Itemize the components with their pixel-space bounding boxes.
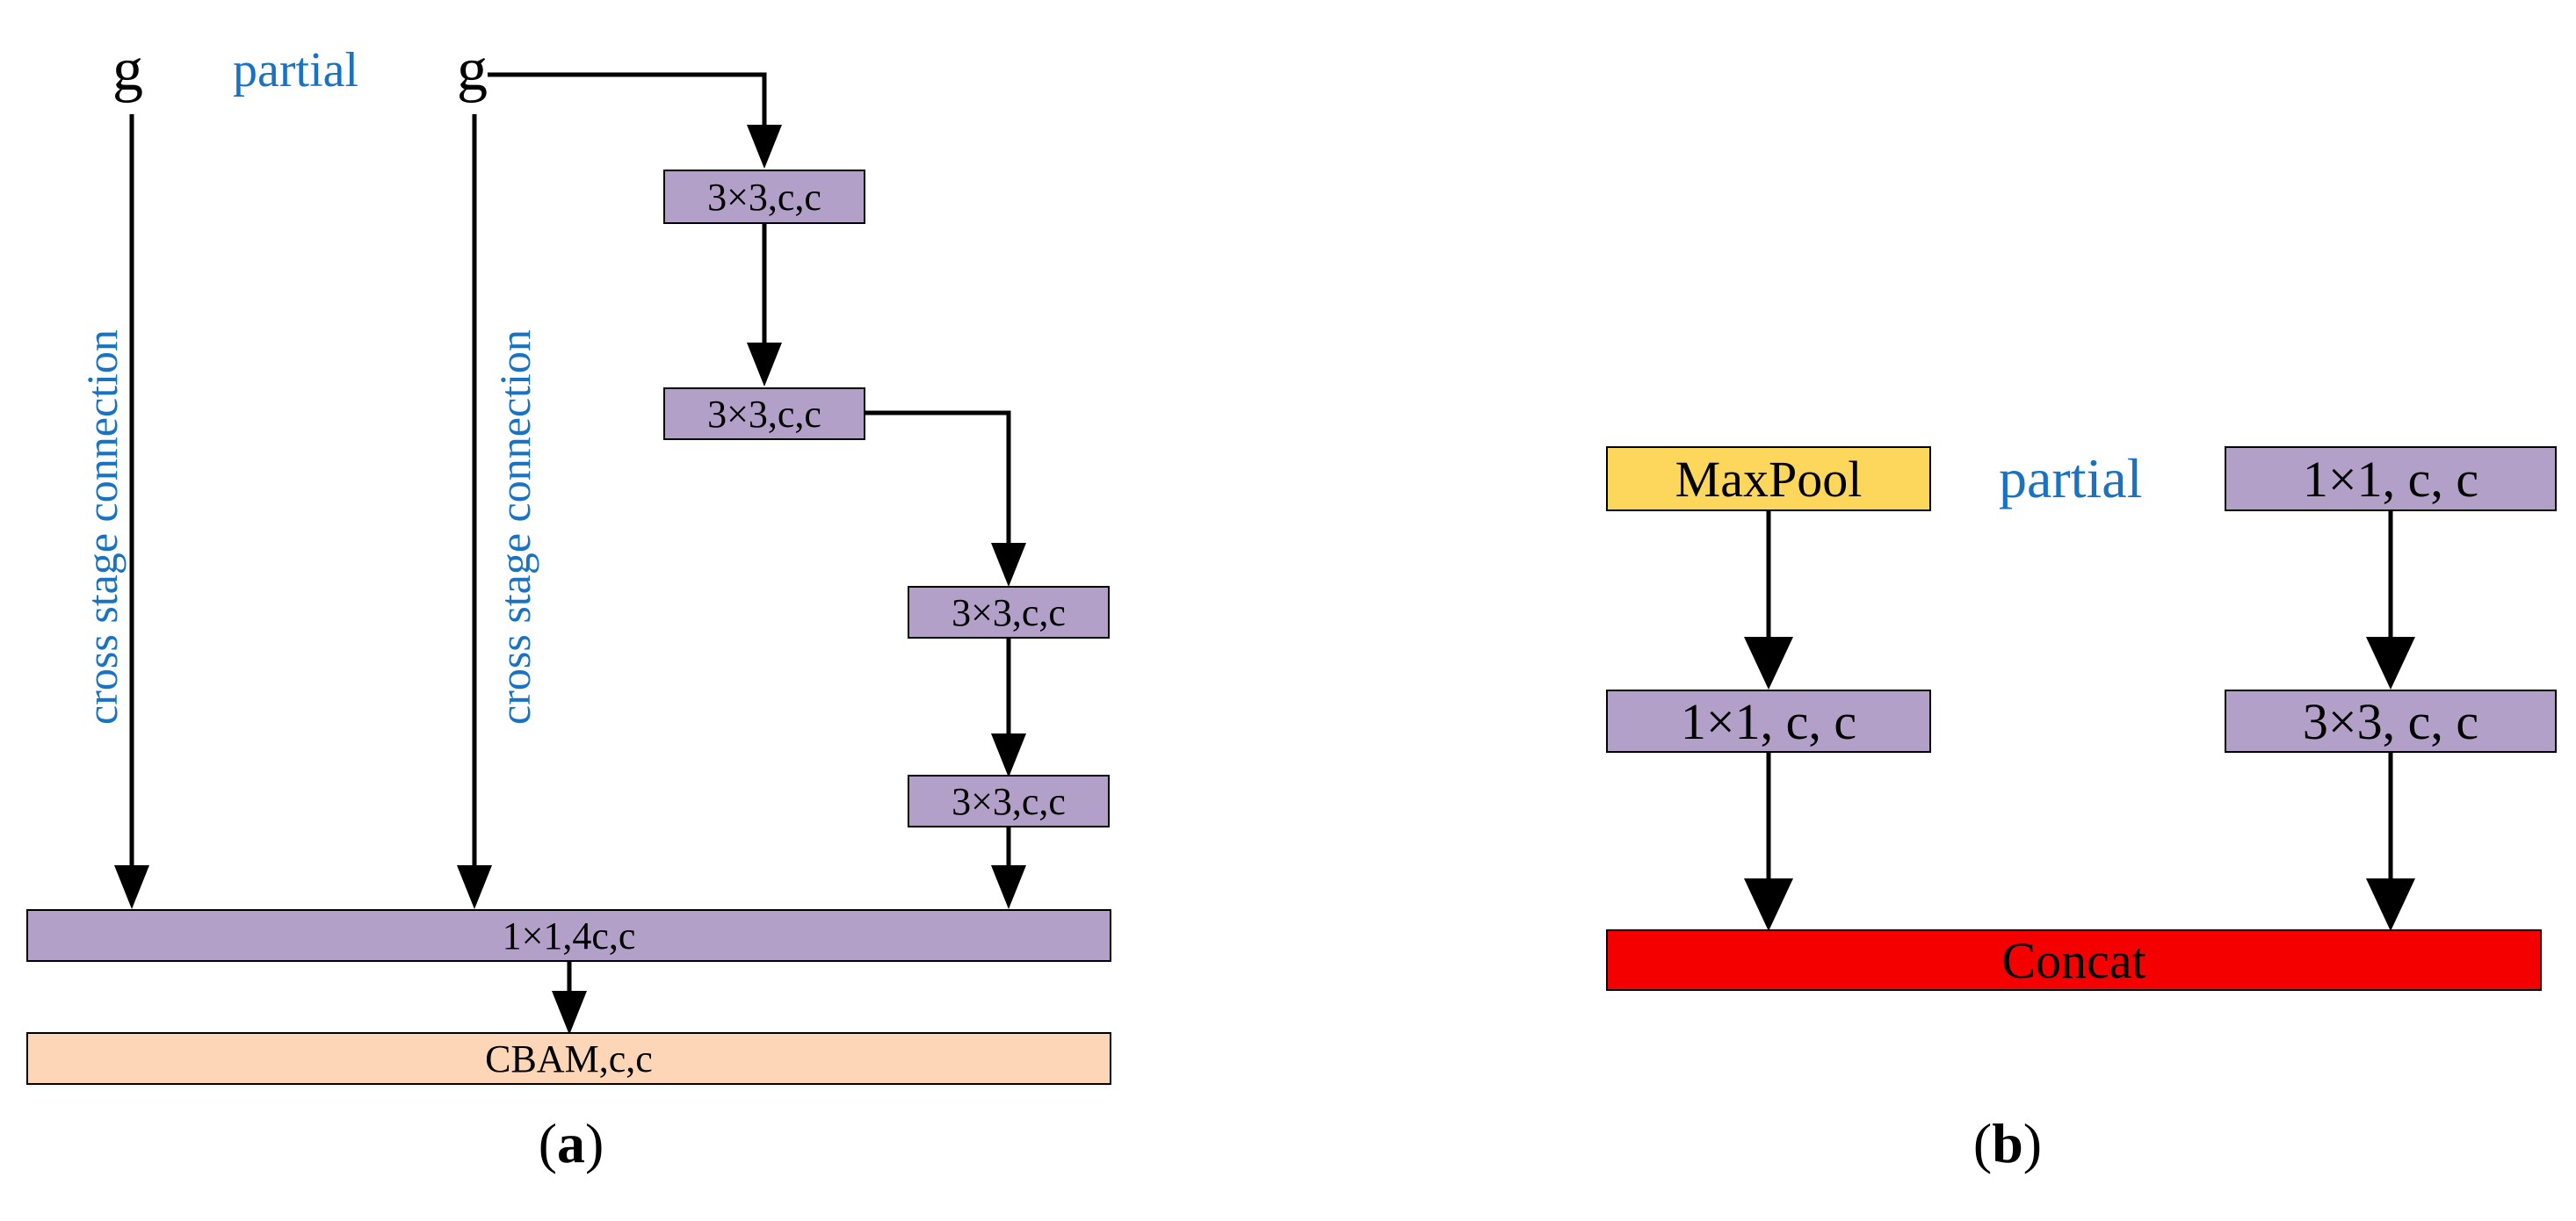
- conv-3x3-block-4: 3×3,c,c: [908, 775, 1110, 827]
- arrowhead-conv1: [747, 125, 782, 169]
- concat-block: Concat: [1606, 929, 2542, 991]
- arrowhead-conv4: [991, 733, 1026, 777]
- conv-3x3-block-3: 3×3,c,c: [908, 586, 1110, 639]
- arrowhead-conv4-fuse: [991, 865, 1026, 909]
- arrowhead-b-left-mid: [1744, 637, 1793, 690]
- caption-a: (a): [492, 1111, 650, 1176]
- arrowhead-left-fuse: [114, 865, 149, 909]
- arrowhead-b-right-mid: [2366, 637, 2415, 690]
- caption-a-open: (: [538, 1112, 557, 1174]
- caption-a-close: ): [585, 1112, 604, 1174]
- conv-1x1-mid-left-block: 1×1, c, c: [1606, 690, 1931, 753]
- cross-stage-connection-label-1: cross stage connection: [77, 329, 127, 725]
- arrowhead-b-left-concat: [1744, 878, 1793, 931]
- arrowhead-conv2: [747, 343, 782, 387]
- conv-3x3-block-2: 3×3,c,c: [663, 387, 865, 440]
- arrowhead-cbam: [552, 991, 587, 1035]
- edge-g-right-to-conv1: [488, 72, 767, 127]
- fuse-1x1-block: 1×1,4c,c: [26, 909, 1111, 962]
- arrowhead-b-right-concat: [2366, 878, 2415, 931]
- cbam-block: CBAM,c,c: [26, 1032, 1111, 1085]
- input-g-right: g: [457, 36, 488, 104]
- conv-3x3-block-1: 3×3,c,c: [663, 170, 865, 224]
- input-g-left: g: [112, 36, 143, 104]
- caption-a-letter: a: [557, 1112, 585, 1174]
- arrowhead-right-fuse: [457, 865, 492, 909]
- caption-b-open: (: [1972, 1112, 1993, 1174]
- caption-b: (b): [1928, 1111, 2087, 1176]
- cross-stage-connection-label-2: cross stage connection: [490, 329, 539, 725]
- conv-1x1-top-right-block: 1×1, c, c: [2225, 446, 2557, 511]
- conv-3x3-mid-right-block: 3×3, c, c: [2225, 690, 2557, 753]
- arrowhead-conv3: [991, 543, 1026, 587]
- maxpool-block: MaxPool: [1606, 446, 1931, 511]
- caption-b-letter: b: [1992, 1112, 2023, 1174]
- edge-conv2-to-conv3: [865, 410, 1011, 545]
- partial-label-a: partial: [233, 43, 359, 98]
- caption-b-close: ): [2022, 1112, 2043, 1174]
- partial-label-b: partial: [1999, 447, 2143, 509]
